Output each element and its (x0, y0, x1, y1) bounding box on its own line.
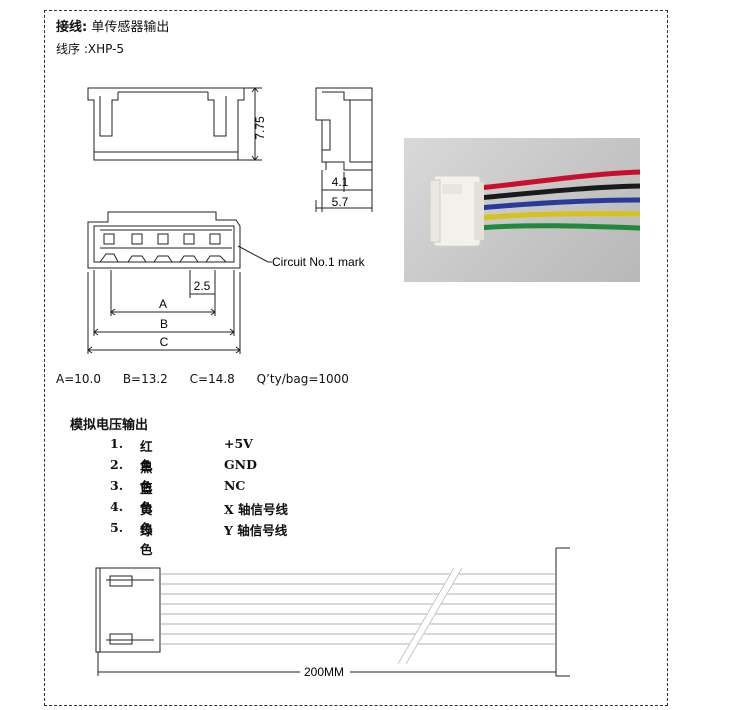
page-frame (44, 10, 668, 706)
dim-b-value: B=13.2 (122, 372, 168, 386)
depth-outer-label: 5.7 (332, 195, 349, 209)
pin-wire-color: 黑色 (140, 460, 153, 494)
pin-function: X 轴信号线 (224, 502, 289, 517)
pin-function: NC (224, 478, 246, 493)
dim-a-value: A=10.0 (56, 372, 101, 386)
photo-wire (475, 183, 640, 201)
cable-length-label: 200MM (304, 665, 344, 679)
dim-a-label: A (159, 297, 167, 311)
pin-wire-color: 黄色 (140, 502, 153, 536)
circuit-mark-label: Circuit No.1 mark (272, 255, 366, 269)
dimension-values: A=10.0 B=13.2 C=14.8 Q’ty/bag=1000 (56, 372, 349, 386)
height-dim-label: 7.75 (253, 116, 267, 140)
wire-sequence: 线序 :XHP-5 (56, 42, 125, 56)
pin-wire-color: 绿色 (140, 523, 153, 557)
pin-number: 1. (110, 436, 124, 451)
pin-wire-color: 红色 (140, 439, 153, 473)
pin-function: GND (224, 457, 257, 472)
wiring-label: 接线: (56, 20, 88, 35)
dim-b-label: B (160, 317, 168, 331)
wiring-header: 接线: 单传感器输出 (56, 16, 169, 35)
dim-c-value: C=14.8 (189, 372, 235, 386)
photo-wire (475, 197, 640, 211)
connector-photo-art (429, 169, 640, 247)
pin-number: 5. (110, 520, 124, 535)
dim-c-label: C (160, 335, 169, 349)
pin-function: +5V (224, 436, 253, 451)
qty-per-bag: Q’ty/bag=1000 (256, 372, 349, 386)
pitch-dim-label: 2.5 (194, 279, 211, 293)
pinout-title: 模拟电压输出 (70, 418, 149, 433)
connector-photo (404, 138, 640, 282)
photo-wire (475, 169, 640, 191)
pin-function: Y 轴信号线 (224, 523, 288, 538)
pin-number: 2. (110, 457, 124, 472)
wiring-value: 单传感器输出 (91, 20, 170, 35)
photo-wire (475, 211, 640, 221)
pin-number: 3. (110, 478, 124, 493)
depth-inner-label: 4.1 (332, 175, 349, 189)
photo-wire (475, 223, 640, 231)
pin-number: 4. (110, 499, 124, 514)
pin-wire-color: 蓝色 (140, 481, 153, 515)
